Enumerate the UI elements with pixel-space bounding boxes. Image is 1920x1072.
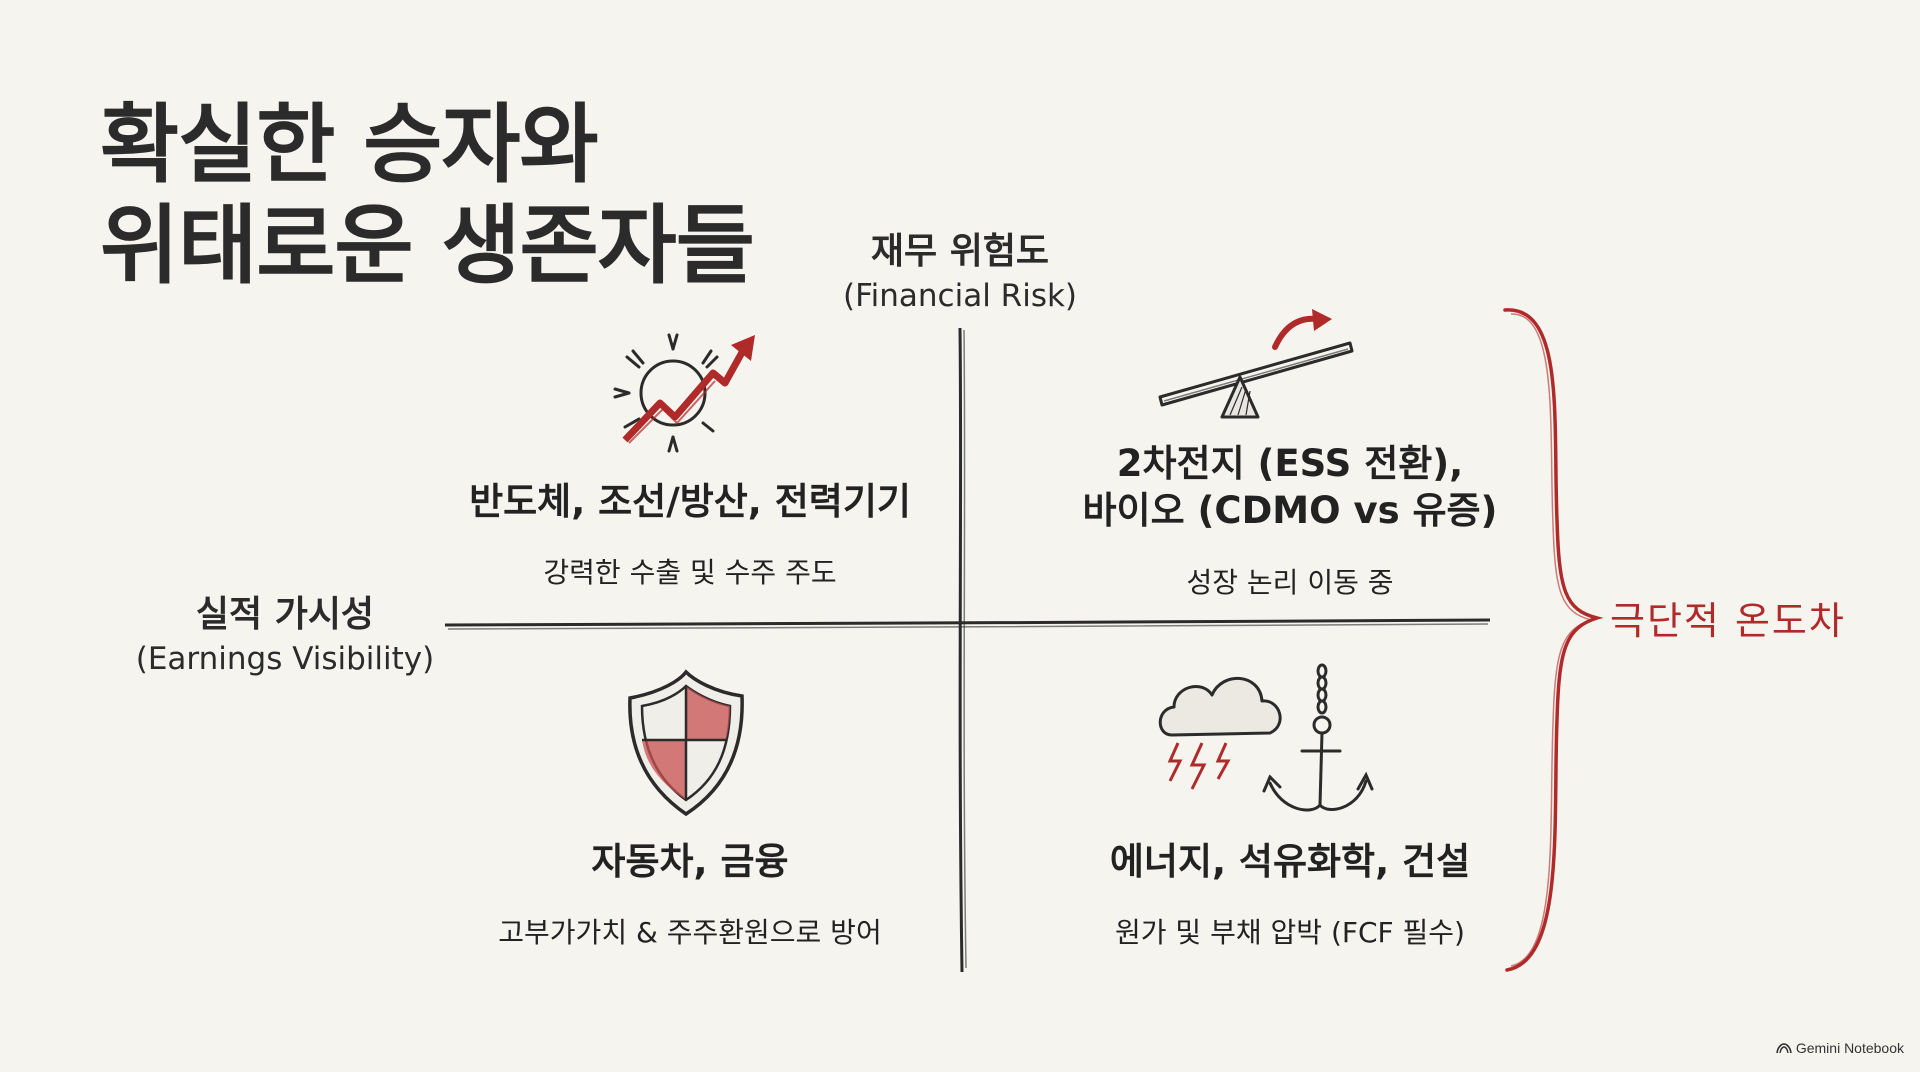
quadrant-top-left-subtitle: 강력한 수출 및 수주 주도 [543,556,837,590]
horizontal-axis-line-shadow [447,623,1489,630]
quadrant-bottom-left-subtitle: 고부가가치 & 주주환원으로 방어 [498,916,882,950]
y-axis-label-ko: 재무 위험도 [870,231,1050,272]
gemini-logo-icon [1776,1043,1792,1054]
sun-arrow-up-icon [613,333,755,453]
quadrant-bottom-left-title: 자동차, 금융 [591,840,789,883]
quadrant-bottom-left: 자동차, 금융 고부가가치 & 주주환원으로 방어 [420,838,960,951]
vertical-axis-line [958,327,964,973]
quadrant-top-left: 반도체, 조선/방산, 전력기기 강력한 수출 및 수주 주도 [420,478,960,591]
x-axis-label-en: (Earnings Visibility) [135,641,435,677]
y-axis-label: 재무 위험도 (Financial Risk) [780,222,1140,314]
quadrant-top-right: 2차전지 (ESS 전환), 바이오 (CDMO vs 유증) 성장 논리 이동… [1000,440,1580,601]
quadrant-bottom-right-subtitle: 원가 및 부채 압박 (FCF 필수) [1115,916,1465,950]
curly-brace-icon [1503,308,1604,972]
quadrant-top-right-subtitle: 성장 논리 이동 중 [1186,565,1394,599]
quadrant-top-right-title-line-2: 바이오 (CDMO vs 유증) [1082,489,1498,533]
shield-icon [628,669,744,817]
page-title: 확실한 승자와 위태로운 생존자들 [100,95,755,298]
seesaw-icon [1158,309,1354,419]
quadrant-top-right-title-line-1: 2차전지 (ESS 전환), [1116,442,1464,485]
y-axis-label-en: (Financial Risk) [842,278,1078,314]
title-line-2: 위태로운 생존자들 [100,196,755,297]
x-axis-label: 실적 가시성 (Earnings Visibility) [120,585,450,677]
title-line-1: 확실한 승자와 [100,95,599,195]
horizontal-axis-line [444,618,1491,627]
quadrant-bottom-right-title: 에너지, 석유화학, 건설 [1109,840,1471,883]
watermark: Gemini Notebook [1776,1040,1904,1056]
quadrant-bottom-right: 에너지, 석유화학, 건설 원가 및 부채 압박 (FCF 필수) [1000,838,1580,951]
x-axis-label-ko: 실적 가시성 [195,594,375,635]
watermark-text: Gemini Notebook [1795,1040,1904,1056]
storm-anchor-icon [1158,663,1374,812]
brace-label: 극단적 온도차 [1610,599,1846,643]
vertical-axis-line-shadow [963,329,967,969]
quadrant-top-left-title: 반도체, 조선/방산, 전력기기 [469,480,911,523]
